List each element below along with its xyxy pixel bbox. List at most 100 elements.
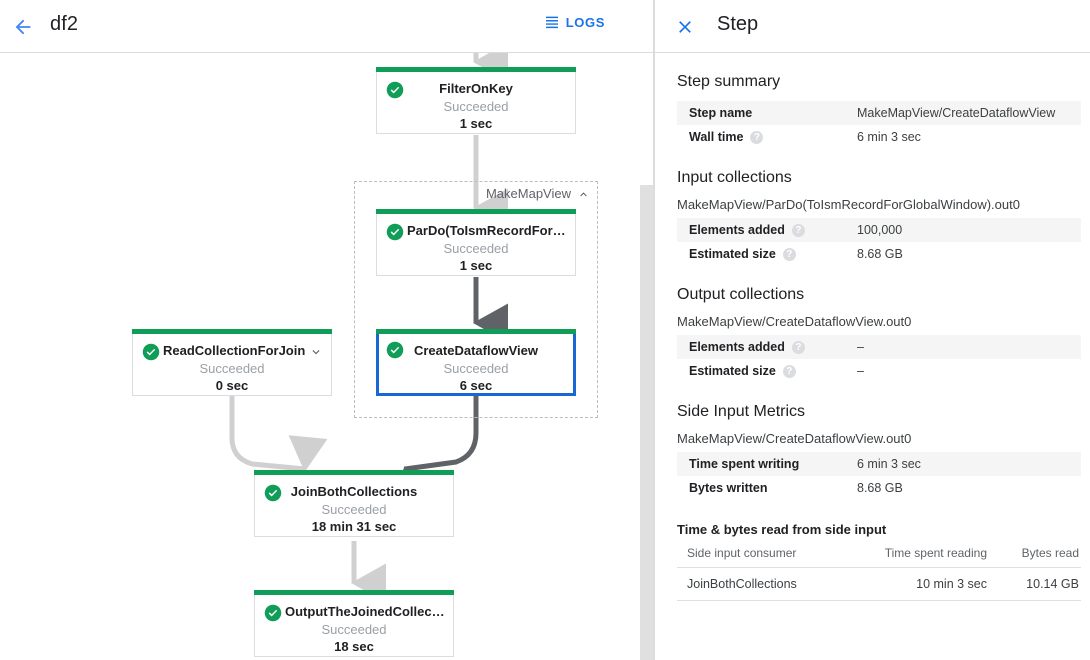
row-key: Step name [689,106,753,120]
node-status-accent [254,470,454,475]
row-key: Estimated size [689,247,776,261]
table-row: JoinBothCollections 10 min 3 sec 10.14 G… [677,567,1081,601]
help-icon[interactable]: ? [750,131,764,144]
node-title: CreateDataflowView [413,343,539,358]
node-time: 18 min 31 sec [311,519,397,534]
list-icon [544,14,560,30]
column-header-side-input-consumer: Side input consumer [677,541,833,568]
back-button[interactable] [8,12,38,42]
node-time: 6 sec [459,378,493,393]
graph-scrollbar-thumb[interactable] [640,185,653,660]
cell-side-input-consumer: JoinBothCollections [677,567,833,601]
node-status: Succeeded [199,361,265,376]
row-key: Estimated size [689,364,776,378]
side-input-consumers-table: Side input consumer Time spent reading B… [677,541,1081,601]
node-status: Succeeded [443,361,509,376]
table-row: Elements added? – [677,335,1081,359]
check-circle-icon [264,484,282,502]
node-time: 1 sec [459,116,493,131]
row-value: 6 min 3 sec [857,130,921,144]
arrow-left-icon [15,19,31,35]
help-icon[interactable]: ? [791,224,805,237]
logs-button[interactable]: LOGS [544,14,605,30]
help-icon[interactable]: ? [782,248,796,261]
column-header-time-spent-reading: Time spent reading [833,541,989,568]
step-details-panel: Step Step summary Step name MakeMapView/… [654,0,1090,660]
node-time: 1 sec [459,258,493,273]
row-value: 6 min 3 sec [845,452,1081,476]
check-circle-icon [386,341,404,359]
page-title: df2 [50,13,79,35]
node-status-accent [132,329,332,334]
cell-time-spent-reading: 10 min 3 sec [833,567,989,601]
help-icon[interactable]: ? [782,365,796,378]
check-circle-icon [264,604,282,622]
check-circle-icon [386,223,404,241]
subsection-heading-time-bytes-read: Time & bytes read from side input [677,522,887,537]
job-graph-canvas[interactable]: MakeMapView FilterOnKey Succeeded 1 sec … [0,53,653,660]
table-row: Step name MakeMapView/CreateDataflowView [677,101,1081,125]
graph-node-create-dataflow-view[interactable]: CreateDataflowView Succeeded 6 sec [376,329,576,396]
node-status: Succeeded [321,502,387,517]
node-title: FilterOnKey [439,81,513,96]
section-heading-side-input-metrics: Side Input Metrics [677,403,806,420]
graph-node-filter-on-key[interactable]: FilterOnKey Succeeded 1 sec [376,67,576,134]
node-status-accent [376,209,576,214]
side-input-collection-name: MakeMapView/CreateDataflowView.out0 [677,431,912,446]
node-time: 0 sec [215,378,249,393]
row-value: – [857,364,864,378]
row-key: Elements added [689,340,785,354]
graph-group-makemapview[interactable]: MakeMapView [354,181,598,418]
section-heading-output-collections: Output collections [677,286,805,303]
graph-node-pardo-toismrecordfor[interactable]: ParDo(ToIsmRecordFor… Succeeded 1 sec [376,209,576,276]
node-status: Succeeded [443,99,509,114]
graph-node-output-the-joined-collection[interactable]: OutputTheJoinedCollec… Succeeded 18 sec [254,590,454,657]
panel-divider [653,0,654,660]
row-value: MakeMapView/CreateDataflowView [845,101,1081,125]
row-key: Elements added [689,223,785,237]
node-title: OutputTheJoinedCollec… [285,604,445,619]
section-heading-input-collections: Input collections [677,169,792,186]
node-status: Succeeded [321,622,387,637]
top-toolbar: df2 LOGS [0,0,653,53]
logs-button-label: LOGS [565,14,605,30]
graph-edges [229,53,509,603]
input-collection-name: MakeMapView/ParDo(ToIsmRecordForGlobalWi… [677,197,1020,212]
row-key: Wall time [689,130,744,144]
column-header-bytes-read: Bytes read [989,541,1081,568]
table-row: Estimated size? – [677,359,1081,383]
step-summary-table: Step name MakeMapView/CreateDataflowView… [677,101,1081,149]
output-collection-name: MakeMapView/CreateDataflowView.out0 [677,314,912,329]
section-heading-step-summary: Step summary [677,73,781,90]
node-title: JoinBothCollections [290,484,418,499]
graph-node-read-collection-for-join[interactable]: ReadCollectionForJoin Succeeded 0 sec [132,329,332,396]
graph-group-label: MakeMapView [485,186,571,201]
help-icon[interactable]: ? [791,341,805,354]
check-circle-icon [386,81,404,99]
node-status: Succeeded [443,241,509,256]
node-time: 18 sec [334,639,374,654]
output-collections-table: Elements added? – Estimated size? – [677,335,1081,383]
graph-node-join-both-collections[interactable]: JoinBothCollections Succeeded 18 min 31 … [254,470,454,537]
node-status-accent [376,329,576,334]
chevron-up-icon[interactable] [577,188,590,206]
input-collections-table: Elements added? 100,000 Estimated size? … [677,218,1081,266]
table-row: Elements added? 100,000 [677,218,1081,242]
node-title: ReadCollectionForJoin [163,343,306,358]
node-status-accent [376,67,576,72]
check-circle-icon [142,343,160,361]
table-row: Estimated size? 8.68 GB [677,242,1081,266]
step-panel-header: Step [655,0,1090,53]
row-key: Bytes written [689,481,768,495]
node-title: ParDo(ToIsmRecordFor… [407,223,566,238]
row-key: Time spent writing [689,457,800,471]
cell-bytes-read: 10.14 GB [989,567,1081,601]
side-input-metrics-table: Time spent writing 6 min 3 sec Bytes wri… [677,452,1081,500]
close-icon [679,21,691,33]
chevron-down-icon[interactable] [309,345,323,364]
close-button[interactable] [671,13,699,41]
table-row: Time spent writing 6 min 3 sec [677,452,1081,476]
table-row: Bytes written 8.68 GB [677,476,1081,500]
step-panel-title: Step [717,13,759,35]
